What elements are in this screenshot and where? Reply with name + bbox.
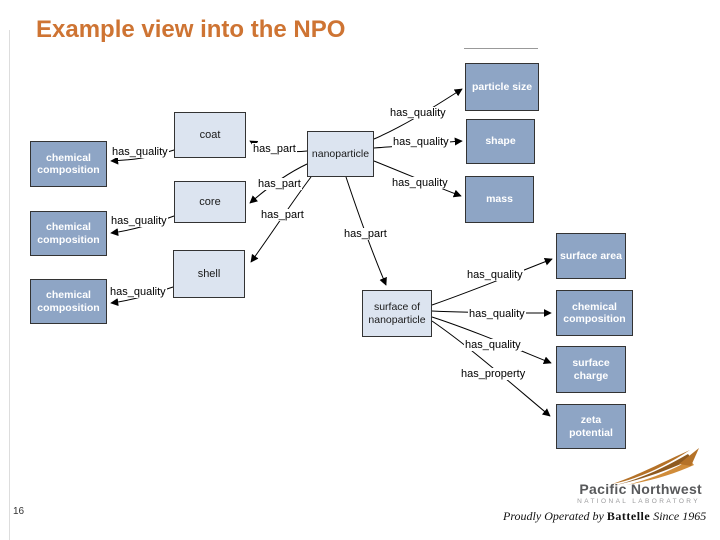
node-shell: shell: [173, 250, 245, 298]
node-label: surface area: [560, 249, 622, 262]
battelle-tagline: Proudly Operated by Battelle Since 1965: [503, 509, 713, 524]
slide-page-number: 16: [13, 506, 25, 517]
edge-label-has-quality: has_quality: [391, 177, 449, 189]
edge-label-has-quality: has_quality: [464, 339, 522, 351]
edge-label-has-part: has_part: [343, 228, 388, 240]
edge-label-has-quality: has_quality: [466, 269, 524, 281]
node-coat: coat: [174, 112, 246, 158]
edge-label-has-part: has_part: [257, 178, 302, 190]
node-label: chemical composition: [37, 289, 100, 314]
node-surface-of-nanoparticle: surface of nanoparticle: [362, 290, 432, 337]
node-chemical-composition-3: chemical composition: [30, 279, 107, 324]
tagline-suffix: Since 1965: [650, 509, 707, 523]
node-zeta-potential: zeta potential: [556, 404, 626, 449]
node-label: core: [199, 195, 221, 208]
edge-label-has-part: has_part: [260, 209, 305, 221]
edge-surface-has-quality-area: [431, 257, 553, 306]
edge-label-has-quality: has_quality: [389, 107, 447, 119]
node-label: surface charge: [572, 357, 610, 382]
node-label: nanoparticle: [311, 147, 370, 160]
edge-label-has-property: has_property: [460, 368, 527, 380]
pnnl-logo-name: Pacific Northwest: [579, 481, 702, 497]
node-chemical-composition-2: chemical composition: [30, 211, 107, 256]
node-shape: shape: [466, 119, 535, 164]
slide-margin-line: [9, 30, 10, 540]
node-chemical-composition-4: chemical composition: [556, 290, 633, 336]
node-label: chemical composition: [563, 300, 626, 325]
node-label: shell: [197, 267, 221, 280]
node-chemical-composition-1: chemical composition: [30, 141, 107, 187]
node-label: surface of nanoparticle: [368, 301, 426, 326]
cropped-diagram-edge-line: [464, 48, 538, 49]
node-core: core: [174, 181, 246, 223]
node-label: shape: [485, 135, 516, 148]
node-label: particle size: [471, 80, 533, 93]
edge-label-has-part: has_part: [252, 143, 297, 155]
edge-label-has-quality: has_quality: [468, 308, 526, 320]
node-label: chemical composition: [37, 221, 100, 246]
node-mass: mass: [465, 176, 534, 223]
edge-label-has-quality: has_quality: [109, 286, 167, 298]
edge-label-has-quality: has_quality: [110, 215, 168, 227]
edge-label-has-quality: has_quality: [111, 146, 169, 158]
node-label: chemical composition: [37, 151, 100, 176]
page-title: Example view into the NPO: [36, 16, 346, 43]
node-nanoparticle: nanoparticle: [307, 131, 374, 177]
node-particle-size: particle size: [465, 63, 539, 111]
node-label: zeta potential: [569, 414, 613, 439]
tagline-prefix: Proudly Operated by: [503, 509, 607, 523]
pnnl-swoosh-logo: [612, 448, 699, 485]
node-surface-charge: surface charge: [556, 346, 626, 393]
tagline-brand: Battelle: [606, 509, 651, 523]
edge-label-has-quality: has_quality: [392, 136, 450, 148]
node-label: coat: [199, 128, 221, 141]
node-surface-area: surface area: [556, 233, 626, 279]
pnnl-logo-block: Pacific Northwest NATIONAL LABORATORY: [492, 445, 702, 505]
pnnl-logo-subtitle: NATIONAL LABORATORY: [577, 498, 700, 505]
node-label: mass: [486, 193, 513, 206]
